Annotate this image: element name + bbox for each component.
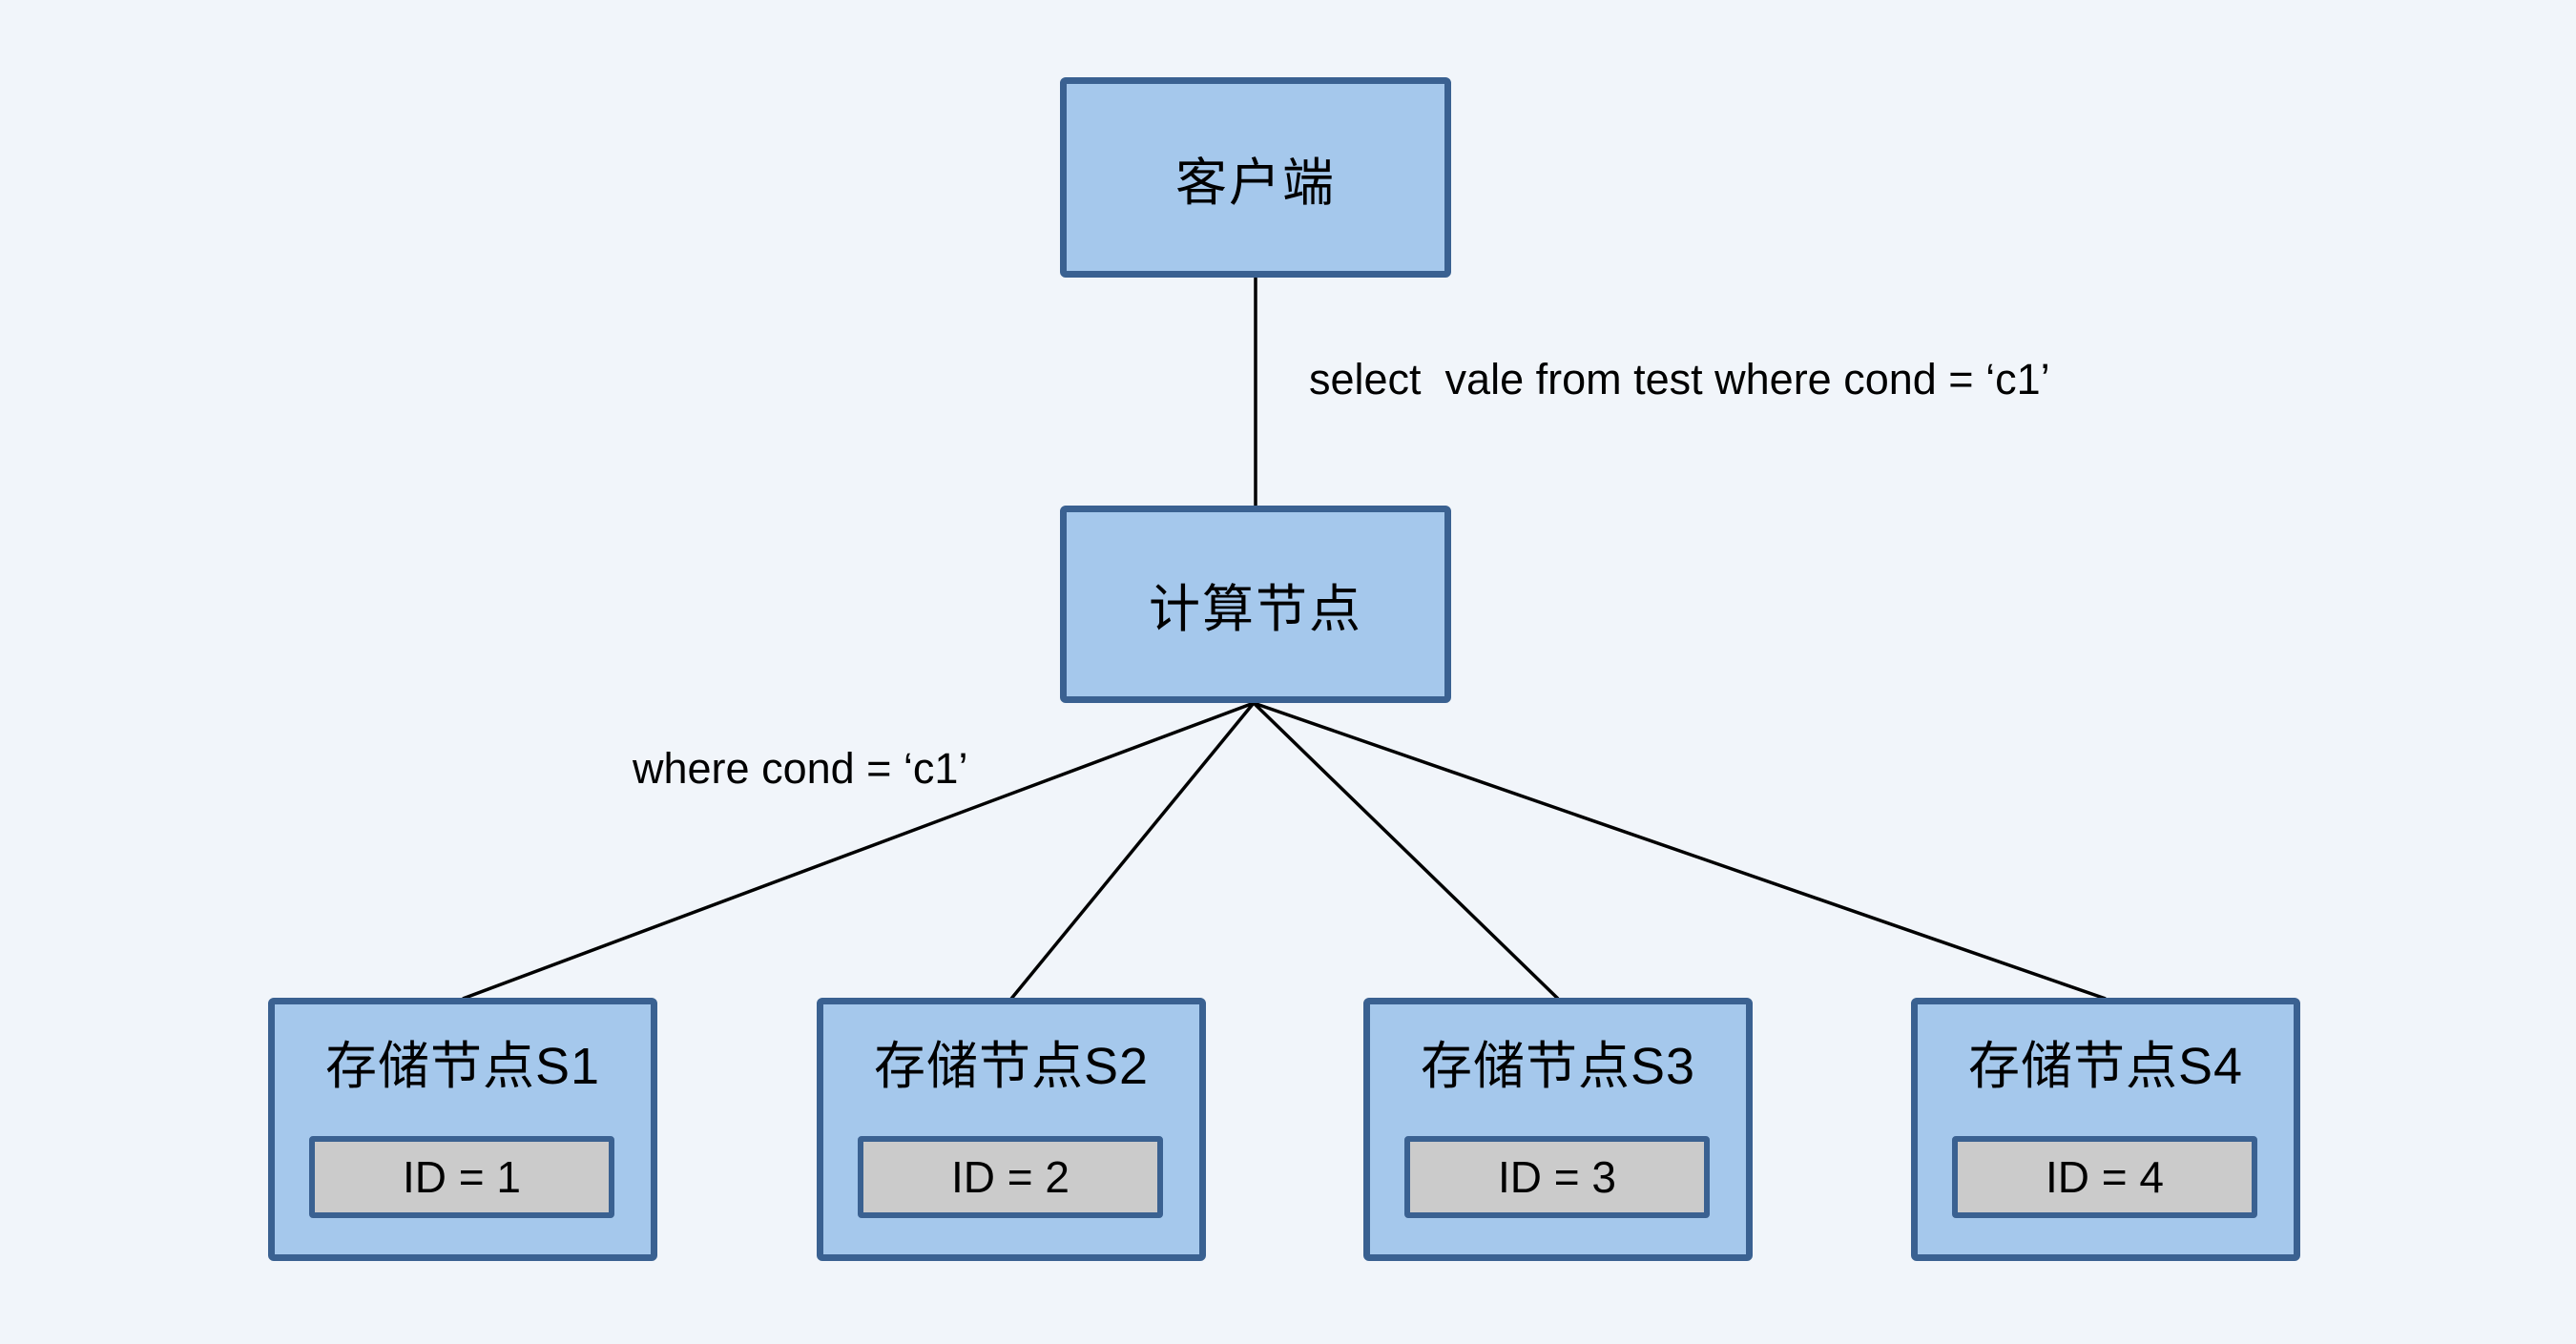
storage-node-s1-id-box: ID = 1 <box>309 1136 614 1218</box>
storage-node-s4-label: 存储节点S4 <box>1967 1038 2244 1095</box>
edge-compute-s1 <box>462 701 1255 1001</box>
compute-node: 计算节点 <box>1060 506 1451 703</box>
client-node: 客户端 <box>1060 77 1451 278</box>
edge-compute-s2 <box>1009 701 1256 1001</box>
edge-compute-s4 <box>1253 701 2107 1001</box>
storage-node-s3: 存储节点S3 ID = 3 <box>1363 998 1753 1261</box>
storage-node-s1-id-label: ID = 1 <box>402 1152 521 1202</box>
storage-node-s2: 存储节点S2 ID = 2 <box>817 998 1206 1261</box>
storage-node-s3-id-label: ID = 3 <box>1497 1152 1616 1202</box>
storage-node-s4: 存储节点S4 ID = 4 <box>1911 998 2300 1261</box>
compute-node-label: 计算节点 <box>1149 581 1362 638</box>
storage-node-s2-label: 存储节点S2 <box>873 1038 1150 1095</box>
storage-node-s2-id-box: ID = 2 <box>858 1136 1163 1218</box>
client-node-label: 客户端 <box>1175 154 1336 212</box>
storage-node-s4-id-box: ID = 4 <box>1952 1136 2257 1218</box>
storage-node-s1-label: 存储节点S1 <box>324 1038 601 1095</box>
edge-compute-s3 <box>1252 701 1560 1001</box>
storage-node-s3-id-box: ID = 3 <box>1404 1136 1710 1218</box>
storage-node-s4-id-label: ID = 4 <box>2045 1152 2164 1202</box>
query-edge-label: select vale from test where cond = ‘c1’ <box>1309 355 2050 403</box>
storage-node-s1: 存储节点S1 ID = 1 <box>268 998 657 1261</box>
storage-node-s2-id-label: ID = 2 <box>950 1152 1070 1202</box>
storage-node-s3-label: 存储节点S3 <box>1420 1038 1696 1095</box>
shard-edge-label: where cond = ‘c1’ <box>633 744 968 793</box>
